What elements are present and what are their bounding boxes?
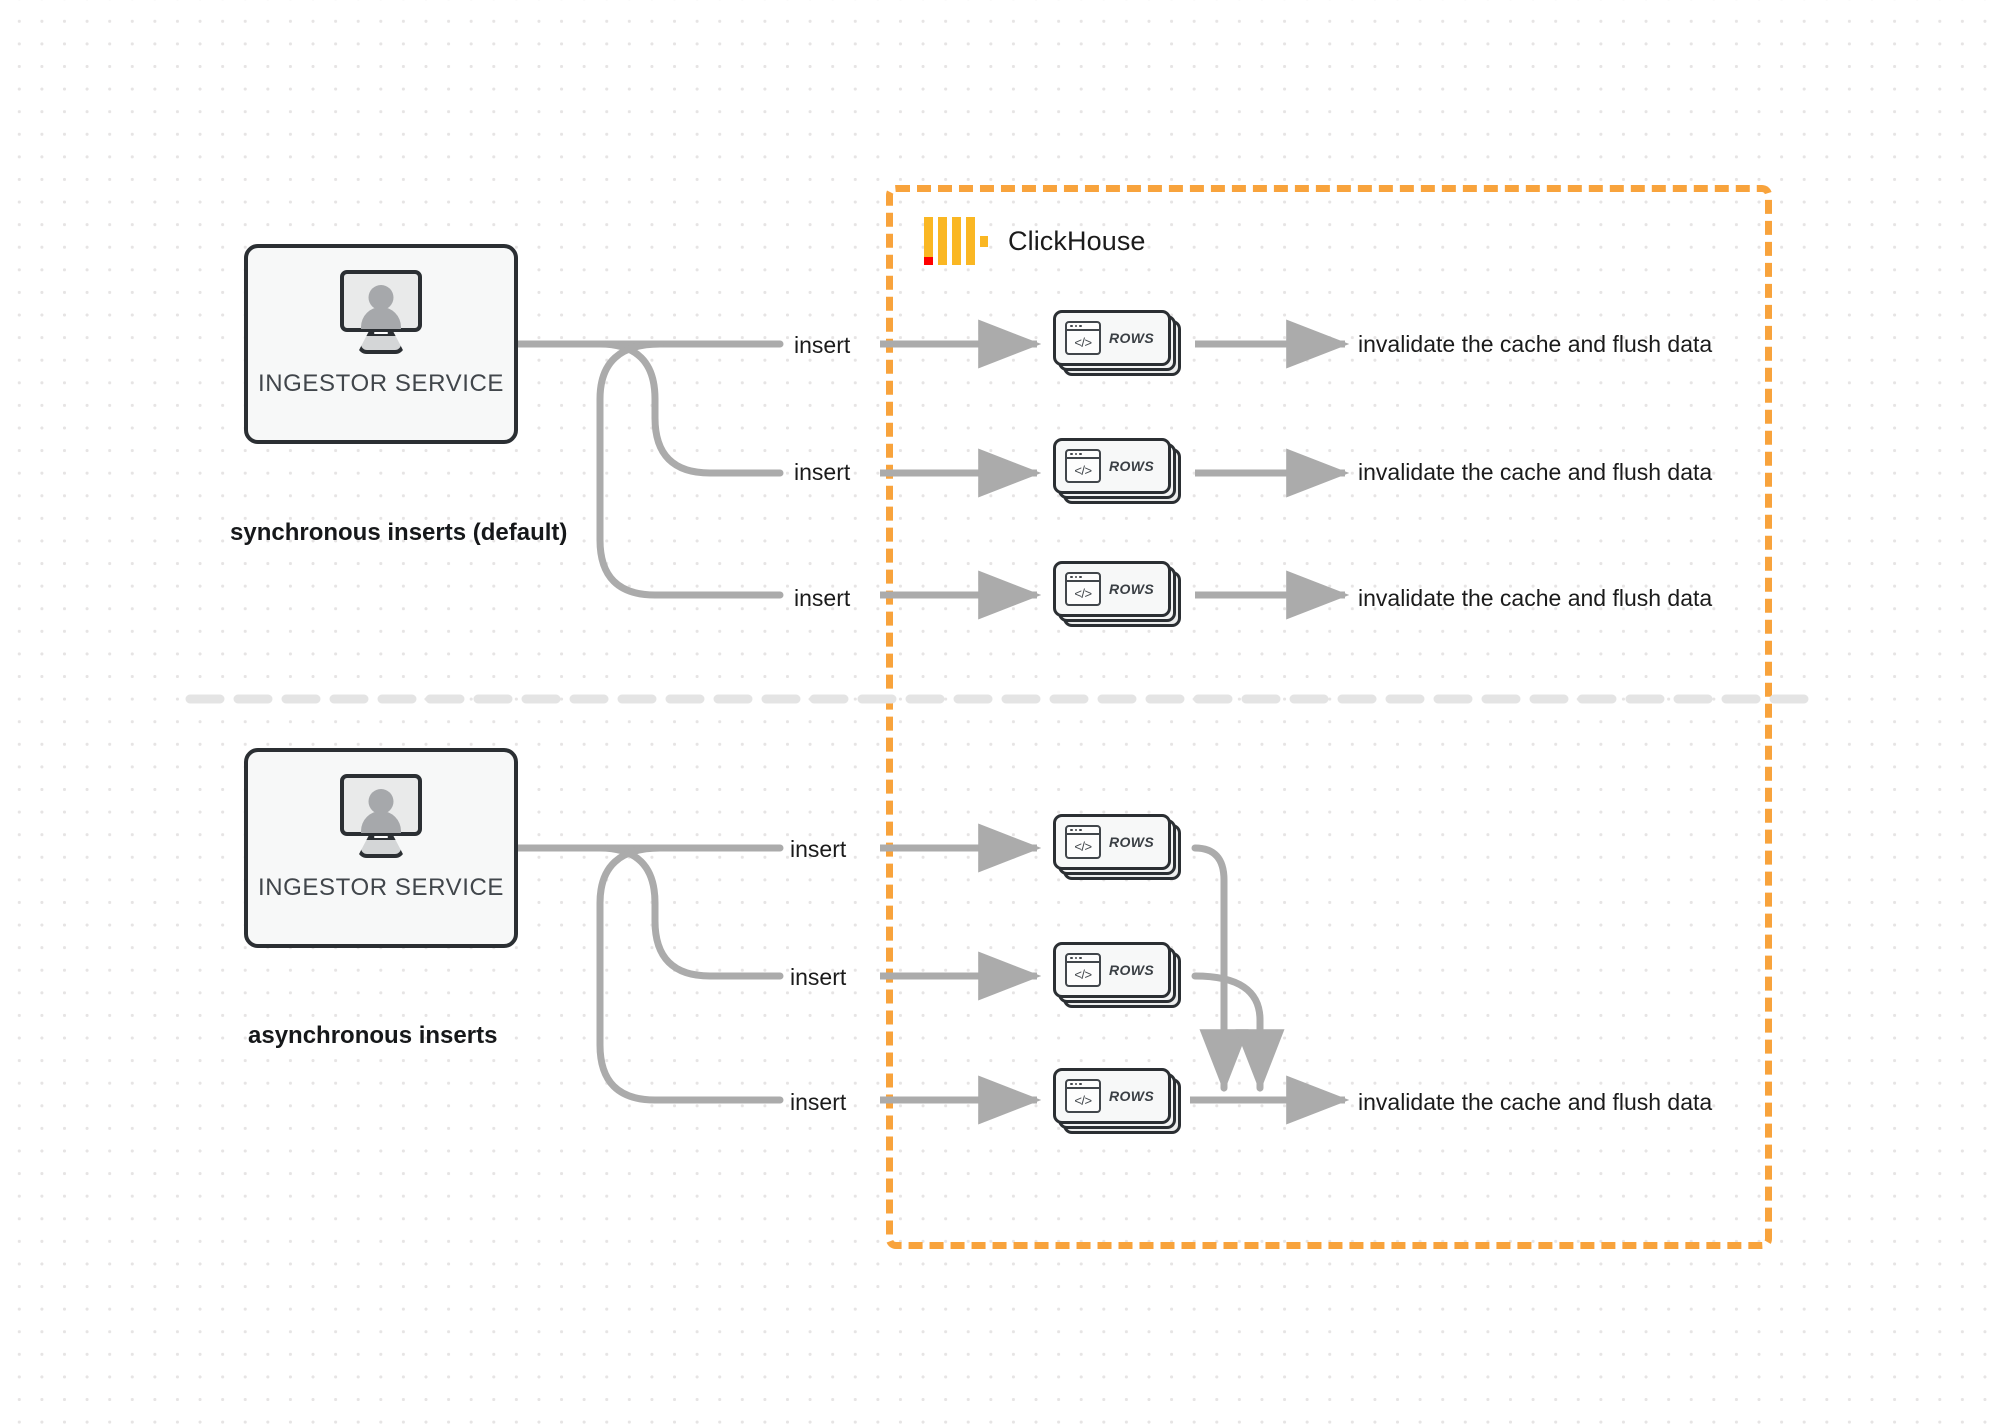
- sync-rows-label-1: ROWS: [1109, 330, 1155, 346]
- sync-result-label-3: invalidate the cache and flush data: [1358, 585, 1713, 611]
- sync-result-label-2: invalidate the cache and flush data: [1358, 459, 1713, 485]
- async-rows-card-3[interactable]: </> ROWS: [1053, 1068, 1181, 1134]
- sync-ingestor-service-label: INGESTOR SERVICE: [257, 370, 505, 397]
- sync-insert-label-2: insert: [794, 459, 851, 485]
- clickhouse-logo-icon: [924, 217, 988, 265]
- sync-section-caption: synchronous inserts (default): [230, 519, 568, 546]
- async-insert-label-3: insert: [790, 1089, 847, 1115]
- sync-branch-3: [596, 340, 784, 599]
- async-branch-2: [596, 844, 784, 980]
- async-merged-result-label: invalidate the cache and flush data: [1358, 1089, 1713, 1115]
- async-branch-3: [596, 844, 784, 1104]
- async-insert-label-2: insert: [790, 964, 847, 990]
- sync-insert-label-3: insert: [794, 585, 851, 611]
- code-window-icon: </>: [1065, 1079, 1101, 1113]
- async-rows-label-1: ROWS: [1109, 834, 1155, 850]
- code-window-icon: </>: [1065, 953, 1101, 987]
- code-window-icon: </>: [1065, 449, 1101, 483]
- async-ingestor-service-label: INGESTOR SERVICE: [257, 874, 505, 901]
- async-rows-label-3: ROWS: [1109, 1088, 1155, 1104]
- sync-rows-card-1[interactable]: </> ROWS: [1053, 310, 1181, 376]
- sync-rows-card-2[interactable]: </> ROWS: [1053, 438, 1181, 504]
- clickhouse-label: ClickHouse: [1008, 225, 1146, 256]
- sync-rows-card-3[interactable]: </> ROWS: [1053, 561, 1181, 627]
- code-window-icon: </>: [1065, 572, 1101, 606]
- async-rows-card-2[interactable]: </> ROWS: [1053, 942, 1181, 1008]
- sync-ingestor-service-node[interactable]: INGESTOR SERVICE: [244, 244, 518, 444]
- code-window-icon: </>: [1065, 321, 1101, 355]
- async-rows-label-2: ROWS: [1109, 962, 1155, 978]
- sync-branch-2: [596, 340, 784, 477]
- sync-insert-label-1: insert: [794, 332, 851, 358]
- monitor-user-icon: [332, 270, 430, 356]
- sync-rows-label-2: ROWS: [1109, 458, 1155, 474]
- clickhouse-boundary: [886, 185, 1772, 1249]
- clickhouse-header: ClickHouse: [924, 217, 1146, 265]
- async-rows-card-1[interactable]: </> ROWS: [1053, 814, 1181, 880]
- monitor-user-icon: [332, 774, 430, 860]
- async-section-caption: asynchronous inserts: [248, 1022, 498, 1049]
- code-window-icon: </>: [1065, 825, 1101, 859]
- async-insert-label-1: insert: [790, 836, 847, 862]
- sync-rows-label-3: ROWS: [1109, 581, 1155, 597]
- async-ingestor-service-node[interactable]: INGESTOR SERVICE: [244, 748, 518, 948]
- sync-result-label-1: invalidate the cache and flush data: [1358, 331, 1713, 357]
